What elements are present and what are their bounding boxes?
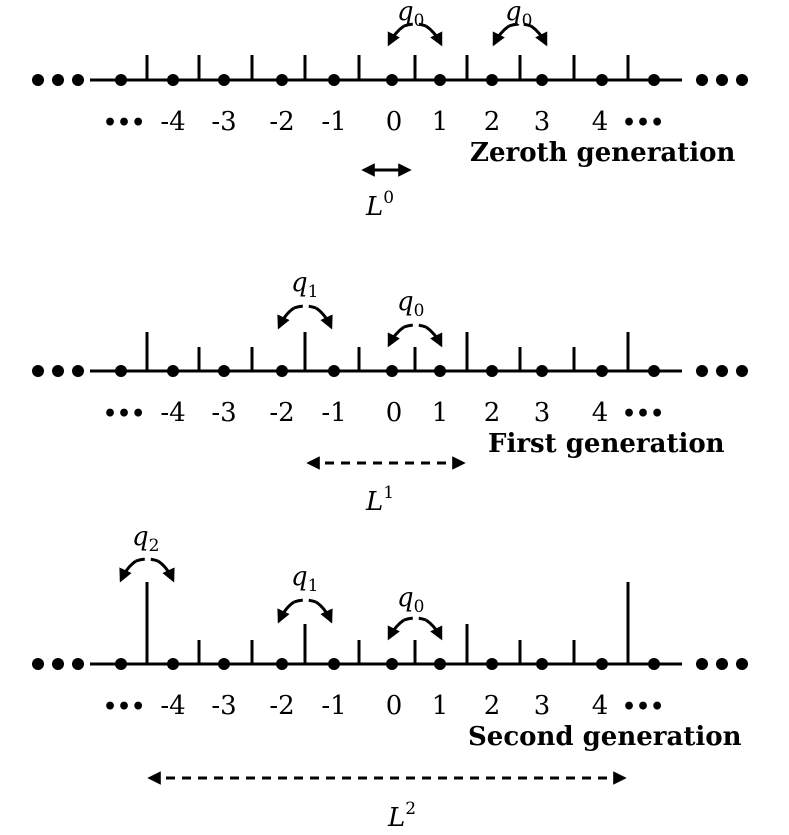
outer-dots-left xyxy=(32,74,84,86)
hop-arrow xyxy=(119,557,175,583)
hop-arrow xyxy=(387,323,443,348)
hop-label: q0 xyxy=(397,583,424,617)
right-ellipsis: ••• xyxy=(622,694,664,720)
ticks xyxy=(145,332,630,371)
zeroth-generation: ••• -4 -3 -2 -1 0 1 2 3 4 ••• Zeroth gen… xyxy=(32,0,748,222)
generation-caption: Zeroth generation xyxy=(470,138,735,168)
site-label: -4 xyxy=(160,691,185,721)
hop-label: q1 xyxy=(291,268,318,302)
site-label: -4 xyxy=(160,107,185,137)
hop-label: q0 xyxy=(397,0,424,31)
outer-dots-right xyxy=(696,74,748,86)
hop-arrow xyxy=(492,22,548,47)
left-ellipsis: ••• xyxy=(103,694,145,720)
left-ellipsis: ••• xyxy=(103,110,145,136)
hop-label: q0 xyxy=(505,0,532,31)
length-label: L0 xyxy=(365,188,394,222)
hop-label: q2 xyxy=(132,522,159,556)
site-label: -2 xyxy=(269,398,294,428)
site-label: -1 xyxy=(321,691,346,721)
site-label: 4 xyxy=(592,398,609,428)
ticks xyxy=(145,582,630,664)
generation-caption: Second generation xyxy=(468,722,742,752)
site-label: 3 xyxy=(534,107,551,137)
site-label: 1 xyxy=(432,398,449,428)
site-label: 4 xyxy=(592,691,609,721)
sites xyxy=(115,74,660,86)
right-ellipsis: ••• xyxy=(622,401,664,427)
length-label: L2 xyxy=(387,799,416,833)
hop-arrow xyxy=(277,304,333,330)
site-label: 4 xyxy=(592,107,609,137)
site-label: -1 xyxy=(321,398,346,428)
sites xyxy=(115,658,660,670)
first-generation: ••• -4 -3 -2 -1 0 1 2 3 4 ••• First gene… xyxy=(32,268,748,517)
site-label: -3 xyxy=(211,107,236,137)
outer-dots-left xyxy=(32,658,84,670)
site-label: -2 xyxy=(269,107,294,137)
length-label: L1 xyxy=(365,483,394,517)
site-label: 2 xyxy=(484,107,501,137)
site-label: -3 xyxy=(211,398,236,428)
hop-arrow xyxy=(387,616,443,641)
site-label: 3 xyxy=(534,398,551,428)
site-label: -1 xyxy=(321,107,346,137)
outer-dots-right xyxy=(696,365,748,377)
site-label: 1 xyxy=(432,107,449,137)
left-ellipsis: ••• xyxy=(103,401,145,427)
right-ellipsis: ••• xyxy=(622,110,664,136)
site-label: 2 xyxy=(484,691,501,721)
outer-dots-right xyxy=(696,658,748,670)
outer-dots-left xyxy=(32,365,84,377)
site-label: 0 xyxy=(386,398,403,428)
hop-label: q1 xyxy=(291,562,318,596)
site-label: 0 xyxy=(386,691,403,721)
site-label: 0 xyxy=(386,107,403,137)
hop-label: q0 xyxy=(397,287,424,321)
site-label: -2 xyxy=(269,691,294,721)
site-label: 3 xyxy=(534,691,551,721)
second-generation: ••• -4 -3 -2 -1 0 1 2 3 4 ••• Second gen… xyxy=(32,522,748,833)
sites xyxy=(115,365,660,377)
hop-arrow xyxy=(387,22,443,47)
site-label: -4 xyxy=(160,398,185,428)
site-label: 1 xyxy=(432,691,449,721)
site-label: -3 xyxy=(211,691,236,721)
ticks xyxy=(145,55,630,80)
site-label: 2 xyxy=(484,398,501,428)
hop-arrow xyxy=(277,598,333,624)
generation-caption: First generation xyxy=(488,429,725,459)
